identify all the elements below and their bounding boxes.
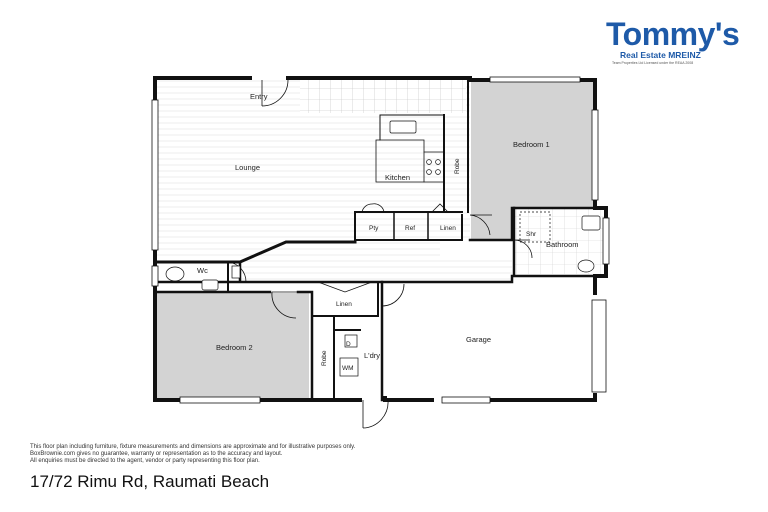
bedroom2-floor — [155, 293, 309, 399]
label-garage: Garage — [466, 335, 491, 344]
windows — [151, 76, 610, 404]
linen2-walls — [311, 281, 379, 317]
robe2-walls — [333, 315, 361, 401]
bathroom-door — [513, 239, 533, 259]
pantry-dividers — [393, 211, 429, 241]
washing-machine — [339, 357, 359, 377]
label-bedroom1: Bedroom 1 — [513, 140, 550, 149]
label-entry: Entry — [250, 92, 268, 101]
window-bedroom2-south — [179, 396, 261, 404]
laundry-tub — [344, 334, 358, 348]
laundry-door — [362, 399, 389, 429]
cooktop-burner — [435, 159, 441, 165]
label-lounge: Lounge — [235, 163, 260, 172]
cooktop-burner — [426, 169, 432, 175]
pantry-block — [354, 211, 463, 241]
wc-door — [227, 261, 247, 284]
label-pty: Pty — [369, 225, 379, 232]
window-wc — [151, 265, 159, 287]
floor-fills — [155, 80, 606, 399]
kitchen-bench-top — [379, 114, 445, 141]
brand-licence: Team Properties Ltd Licensed under the R… — [612, 61, 694, 65]
garage-door — [381, 283, 405, 307]
entry-deck — [300, 80, 466, 113]
walls — [153, 76, 608, 402]
garage-floor — [382, 280, 592, 399]
bedroom1-south-wall — [468, 206, 597, 242]
bathroom-west-wall — [512, 206, 602, 278]
label-bathroom: Bathroom — [546, 240, 579, 249]
disclaimer: This floor plan including furniture, fix… — [30, 444, 450, 466]
living-floor — [155, 80, 512, 280]
linen1-door — [431, 203, 449, 213]
linen2-door — [317, 281, 373, 293]
bathroom-toilet — [577, 259, 595, 273]
label-kitchen: Kitchen — [385, 173, 410, 182]
window-bathroom-east — [602, 217, 610, 265]
label-d: D — [346, 341, 351, 348]
label-shr: Shr — [526, 231, 537, 238]
label-wm: WM — [342, 365, 354, 372]
brand-logo: Tommy's Real Estate MREINZ Team Properti… — [602, 16, 754, 66]
label-linen2: Linen — [336, 301, 352, 308]
window-garage-south — [441, 396, 491, 404]
entry-door — [261, 79, 289, 107]
window-lounge-west — [151, 99, 159, 251]
bathroom-vanity — [581, 215, 601, 231]
window-bedroom1-east — [591, 109, 599, 201]
label-robe2: Robe — [321, 350, 328, 366]
wc-toilet — [165, 266, 185, 282]
cooktop-burner — [426, 159, 432, 165]
room-labels: Entry Lounge Kitchen Robe Bedroom 1 Pty … — [197, 92, 579, 372]
label-linen1: Linen — [440, 225, 456, 232]
window-bedroom1-north — [489, 76, 581, 83]
disclaimer-line: This floor plan including furniture, fix… — [30, 444, 356, 450]
window-garage-east — [591, 299, 607, 393]
kitchen-cooktop — [423, 151, 445, 183]
label-wc: Wc — [197, 266, 208, 275]
label-bedroom2: Bedroom 2 — [216, 343, 253, 352]
shower-tray — [519, 211, 551, 243]
brand-name: Tommy's — [606, 16, 740, 52]
wc-basin — [201, 279, 219, 291]
brand-tagline: Real Estate MREINZ — [620, 50, 701, 60]
property-address: 17/72 Rimu Rd, Raumati Beach — [30, 472, 270, 491]
bedroom1-door — [469, 214, 492, 236]
bedroom2-door — [271, 291, 298, 319]
disclaimer-line: All enquiries must be directed to the ag… — [30, 458, 260, 465]
label-ref: Ref — [405, 225, 415, 232]
label-ldry: L'dry — [364, 351, 380, 360]
label-robe1: Robe — [454, 158, 461, 174]
cooktop-burner — [435, 169, 441, 175]
kitchen-sink — [389, 120, 417, 134]
fixtures — [165, 120, 601, 377]
hall-sidelight — [231, 265, 241, 279]
pantry-door — [361, 203, 385, 213]
disclaimer-line: BoxBrownie.com gives no guarantee, warra… — [30, 451, 283, 458]
doors — [227, 79, 533, 429]
